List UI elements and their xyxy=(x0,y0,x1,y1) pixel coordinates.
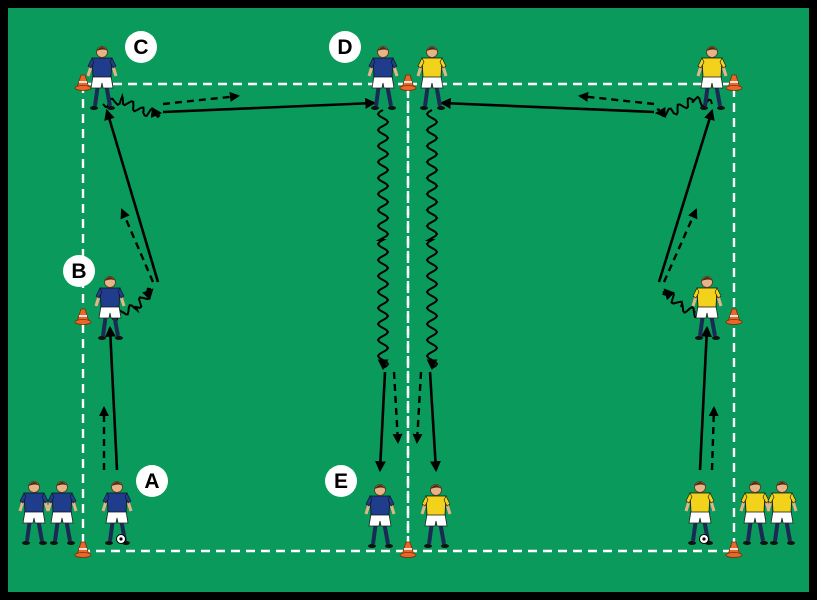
run-arrow xyxy=(162,91,241,106)
run-arrow xyxy=(708,405,719,471)
label-text: E xyxy=(334,470,348,493)
pass-arrow xyxy=(374,371,387,473)
pass-arrow xyxy=(104,108,160,283)
cone xyxy=(74,308,92,325)
cone xyxy=(725,308,743,325)
label-text: B xyxy=(71,260,86,283)
cone xyxy=(399,74,417,91)
label-c: C xyxy=(125,31,157,63)
pass-arrow xyxy=(162,97,377,114)
label-circle xyxy=(63,255,95,287)
player-yellow xyxy=(684,481,716,545)
dribble-line xyxy=(424,109,439,369)
pass-arrow xyxy=(657,108,715,283)
label-circle xyxy=(125,31,157,63)
label-e: E xyxy=(325,465,357,497)
label-circle xyxy=(136,465,168,497)
arrows-layer xyxy=(98,91,719,473)
label-d: D xyxy=(329,31,361,63)
dribble-line xyxy=(102,92,161,119)
cone xyxy=(74,541,92,558)
player-yellow xyxy=(766,481,798,545)
run-arrow xyxy=(577,91,655,106)
pass-arrow xyxy=(104,325,119,471)
run-arrow xyxy=(120,208,155,283)
label-text: A xyxy=(144,470,159,493)
label-a: A xyxy=(136,465,168,497)
player-yellow xyxy=(420,484,452,548)
player-blue xyxy=(364,484,396,548)
run-arrow xyxy=(662,208,698,283)
player-blue xyxy=(46,481,78,545)
dribble-line xyxy=(656,95,713,118)
player-blue xyxy=(86,46,118,110)
player-blue xyxy=(18,481,50,545)
player-blue xyxy=(101,481,133,545)
label-text: D xyxy=(337,36,352,59)
pass-arrow xyxy=(698,325,713,471)
cone xyxy=(725,541,743,558)
player-yellow xyxy=(416,46,448,110)
players-layer xyxy=(18,46,798,548)
pass-arrow xyxy=(428,371,441,473)
labels-layer: A B C D E xyxy=(63,31,361,497)
label-b: B xyxy=(63,255,95,287)
cone xyxy=(725,74,743,91)
player-yellow xyxy=(739,481,771,545)
pass-arrow xyxy=(439,97,655,114)
cone xyxy=(399,541,417,558)
dribble-line xyxy=(375,109,390,369)
cones-layer xyxy=(74,74,743,558)
player-blue xyxy=(94,276,126,340)
player-blue xyxy=(367,46,399,110)
player-yellow xyxy=(696,46,728,110)
label-text: C xyxy=(133,36,148,59)
player-yellow xyxy=(691,276,723,340)
dribble-arrowhead xyxy=(142,288,154,301)
dribble-arrowhead xyxy=(663,288,675,301)
label-circle xyxy=(329,31,361,63)
label-circle xyxy=(325,465,357,497)
